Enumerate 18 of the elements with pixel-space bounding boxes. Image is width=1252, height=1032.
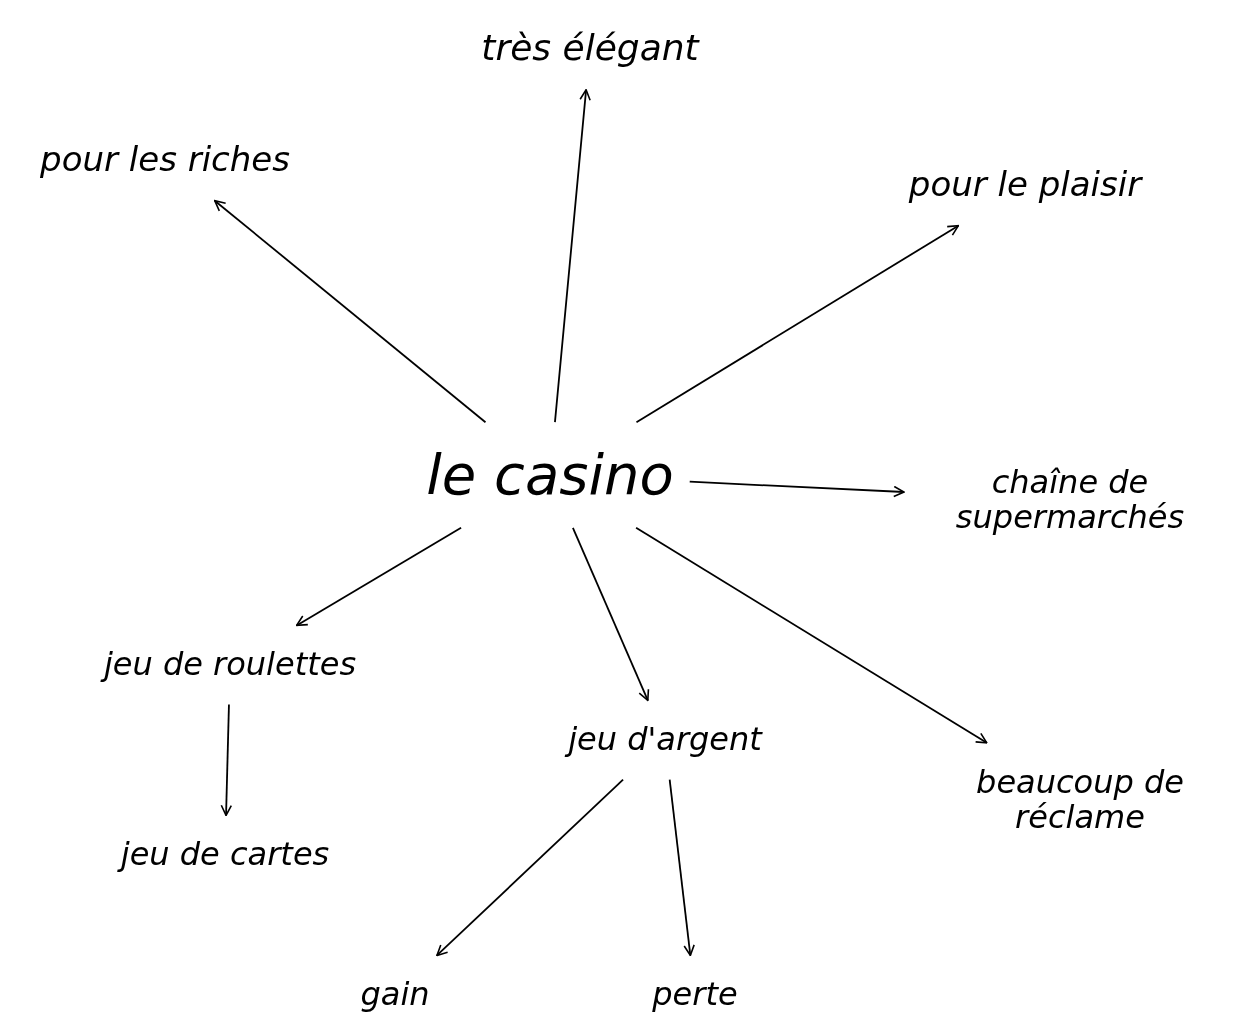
arrow <box>554 88 591 424</box>
node-label: le casino <box>426 444 674 506</box>
node-label: chaîne de supermarchés <box>954 464 1186 536</box>
arrow <box>572 526 650 702</box>
node-label: pour les riches <box>40 141 290 179</box>
arrow <box>213 199 487 424</box>
arrow <box>220 703 233 817</box>
arrow <box>668 778 695 957</box>
node-label: beaucoup de réclame <box>975 764 1185 836</box>
arrow <box>688 480 905 498</box>
arrow <box>635 526 988 744</box>
arrow <box>635 224 960 424</box>
arrow <box>295 526 462 627</box>
node-label: gain <box>360 977 430 1013</box>
node-label: perte <box>652 977 738 1013</box>
arrow <box>436 778 624 957</box>
node-label: très élégant <box>481 28 699 68</box>
node-label: pour le plaisir <box>908 166 1142 204</box>
